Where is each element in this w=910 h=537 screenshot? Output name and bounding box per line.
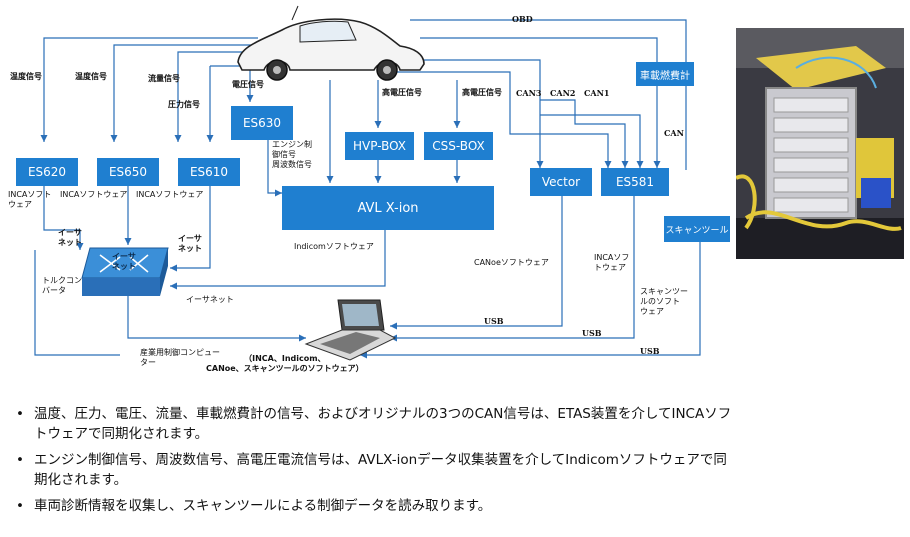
es620-label: ES620 <box>27 165 67 179</box>
connection-lines <box>34 5 701 361</box>
inca-software-label-3: INCAソフトウェア <box>136 190 204 199</box>
can2-label: CAN2 <box>550 88 576 98</box>
pc-software-label: （INCA、Indicom、 CANoe、スキャンツールのソフトウェア） <box>206 354 364 373</box>
css-label: CSS-BOX <box>432 139 485 153</box>
fuel-meter-label: 車載燃費計 <box>640 70 690 82</box>
inca-software-label-2: INCAソフトウェア <box>60 190 128 199</box>
es650-label: ES650 <box>108 165 148 179</box>
es610-label: ES610 <box>189 165 229 179</box>
avl-label: AVL X-ion <box>357 200 419 216</box>
hvp-box: HVP-BOX <box>345 132 414 160</box>
hvp-label: HVP-BOX <box>352 139 407 153</box>
flow-signal-label: 流量信号 <box>148 74 180 83</box>
ethernet-label-3: イーサネット <box>186 295 234 304</box>
hv-signal-label-2: 高電圧信号 <box>462 88 502 97</box>
switch-label: イーサ ネット <box>112 252 136 271</box>
es610-box: ES610 <box>178 158 240 186</box>
torque-converter-label: トルクコン バータ <box>42 276 82 295</box>
obd-label: OBD <box>512 14 533 24</box>
hv-signal-label-1: 高電圧信号 <box>382 88 422 97</box>
usb-label-3: USB <box>640 346 660 356</box>
es581-label: ES581 <box>615 175 655 189</box>
can-label: CAN <box>664 128 684 138</box>
es630-label: ES630 <box>242 116 282 130</box>
es650-box: ES650 <box>97 158 159 186</box>
ethernet-label-1: イーサ ネット <box>58 228 82 247</box>
can1-label: CAN1 <box>584 88 610 98</box>
industrial-pc-label: 産業用制御コンピュー ター <box>140 348 220 367</box>
usb-label-2: USB <box>582 328 602 338</box>
summary-bullets: 温度、圧力、電圧、流量、車載燃費計の信号、およびオリジナルの3つのCAN信号は、… <box>14 404 734 522</box>
laptop-icon <box>304 299 397 361</box>
can3-label: CAN3 <box>516 88 542 98</box>
ethernet-switch-icon <box>81 247 169 296</box>
css-box: CSS-BOX <box>424 132 493 160</box>
vector-label: Vector <box>541 175 581 189</box>
voltage-signal-label: 電圧信号 <box>232 80 264 89</box>
es581-box: ES581 <box>601 168 669 196</box>
engine-signals-label: エンジン制 御信号 周波数信号 <box>272 140 312 169</box>
scantool-software-label: スキャンツー ルのソフト ウェア <box>640 287 688 316</box>
equipment-rack-photo <box>736 28 904 259</box>
indicom-software-label: Indicomソフトウェア <box>294 242 374 251</box>
inca-software-label-4: INCAソフ トウェア <box>594 253 630 272</box>
scan-tool-label: スキャンツール <box>665 225 729 236</box>
usb-label-1: USB <box>484 316 504 326</box>
vector-box: Vector <box>530 168 592 196</box>
bullet-item: 温度、圧力、電圧、流量、車載燃費計の信号、およびオリジナルの3つのCAN信号は、… <box>16 404 734 444</box>
bullet-item: エンジン制御信号、周波数信号、高電圧電流信号は、AVLX-ionデータ収集装置を… <box>16 450 734 490</box>
temp-signal-label-2: 温度信号 <box>75 72 107 81</box>
es630-box: ES630 <box>231 106 293 140</box>
es620-box: ES620 <box>16 158 78 186</box>
avl-xion-box: AVL X-ion <box>282 186 494 230</box>
ethernet-label-2: イーサ ネット <box>178 234 202 253</box>
bullet-item: 車両診断情報を収集し、スキャンツールによる制御データを読み取ります。 <box>16 496 734 516</box>
fuel-meter-box: 車載燃費計 <box>636 62 694 86</box>
temp-signal-label-1: 温度信号 <box>10 72 42 81</box>
scan-tool-box: スキャンツール <box>664 216 730 242</box>
system-diagram: ES630 HVP-BOX CSS-BOX ES620 ES650 ES610 … <box>8 5 904 373</box>
car-icon <box>237 5 425 81</box>
canoe-software-label: CANoeソフトウェア <box>474 258 549 267</box>
inca-software-label-1: INCAソフト ウェア <box>8 190 52 209</box>
pressure-signal-label: 圧力信号 <box>168 100 200 109</box>
